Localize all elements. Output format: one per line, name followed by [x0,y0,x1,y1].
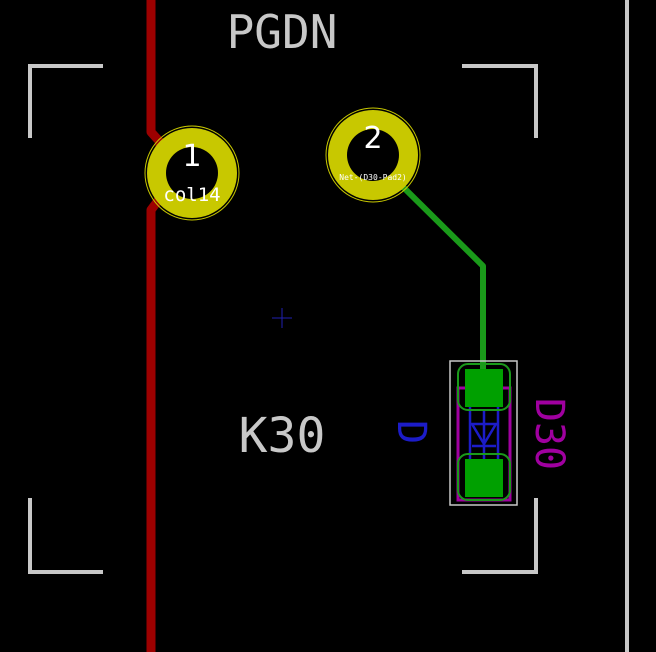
copper-trace-col14[interactable] [146,0,165,652]
switch-outline-corner-top-right [462,64,538,138]
diode-courtyard-outline [449,360,518,506]
diode-value-text: D [388,420,434,444]
key-label-text: PGDN [227,5,338,59]
pad-2-net-name: Net-(D30-Pad2) [339,173,406,182]
pad-1-number: 1 [182,139,201,174]
through-hole-pad-2[interactable] [325,107,421,203]
smd-pad-diode-1[interactable] [457,453,511,501]
origin-crosshair-icon [272,308,292,328]
diode-symbol-icon [469,410,499,460]
copper-trace-d30-pad2[interactable] [395,179,486,380]
switch-outline-corner-top-left [28,64,103,138]
diode-reference-text: D30 [526,398,572,470]
switch-outline-corner-bottom-left [28,498,103,574]
through-hole-pad-1[interactable] [144,125,240,221]
pad-2-number: 2 [363,121,382,156]
switch-outline [28,64,538,574]
smd-pad-diode-2[interactable] [457,363,511,411]
pad-1-net-name: col14 [163,184,220,206]
switch-outline-corner-bottom-right [462,498,538,574]
footprint-reference-text: K30 [239,408,326,464]
